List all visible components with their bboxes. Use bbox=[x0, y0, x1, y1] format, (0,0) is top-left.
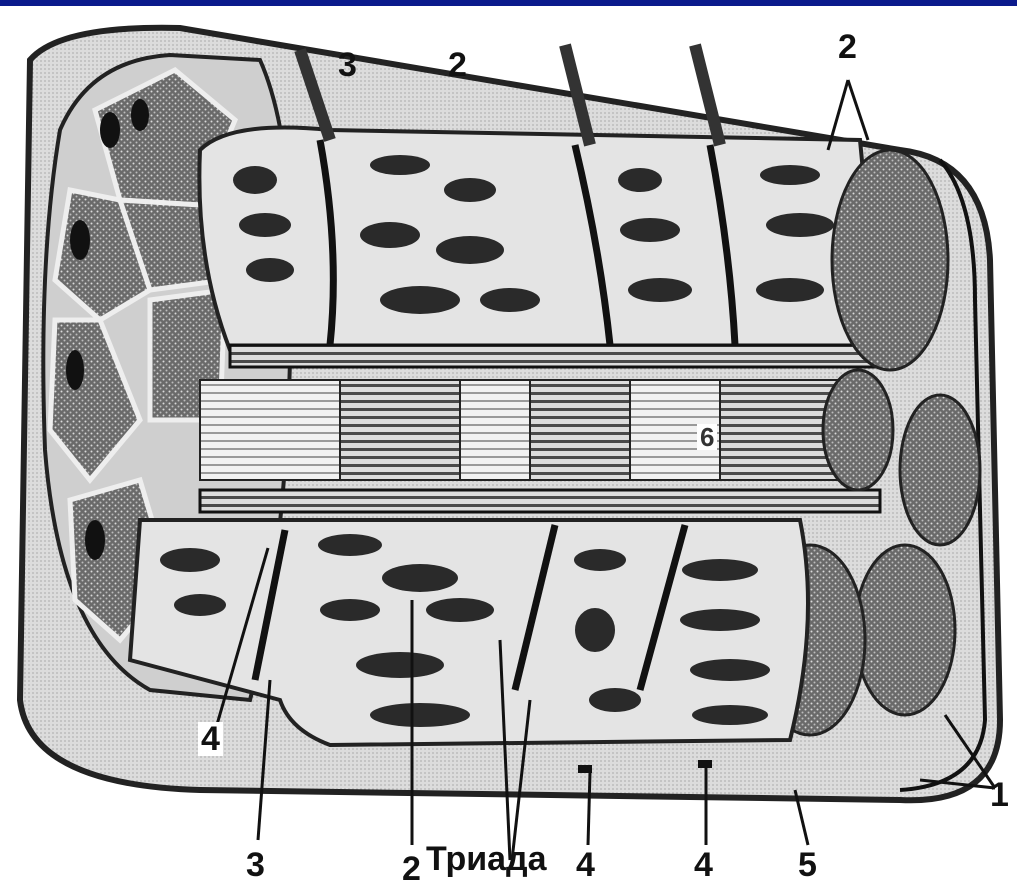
label-triad: Триада bbox=[426, 842, 547, 876]
label-4-bottom-b: 4 bbox=[694, 848, 713, 882]
label-6: 6 bbox=[697, 424, 717, 450]
label-4-bottom-a: 4 bbox=[576, 848, 595, 882]
t-tubule-row-lower bbox=[200, 490, 880, 512]
label-2-top-left: 2 bbox=[448, 48, 467, 82]
t-tubule-row-upper bbox=[230, 345, 890, 367]
label-4-left: 4 bbox=[198, 722, 223, 756]
label-2-top-right: 2 bbox=[838, 30, 857, 64]
label-3-bottom: 3 bbox=[246, 848, 265, 882]
label-3-top: 3 bbox=[338, 48, 357, 82]
label-2-bottom: 2 bbox=[402, 852, 421, 886]
myofibrils bbox=[200, 370, 893, 490]
label-1: 1 bbox=[990, 778, 1009, 812]
label-5: 5 bbox=[798, 848, 817, 882]
